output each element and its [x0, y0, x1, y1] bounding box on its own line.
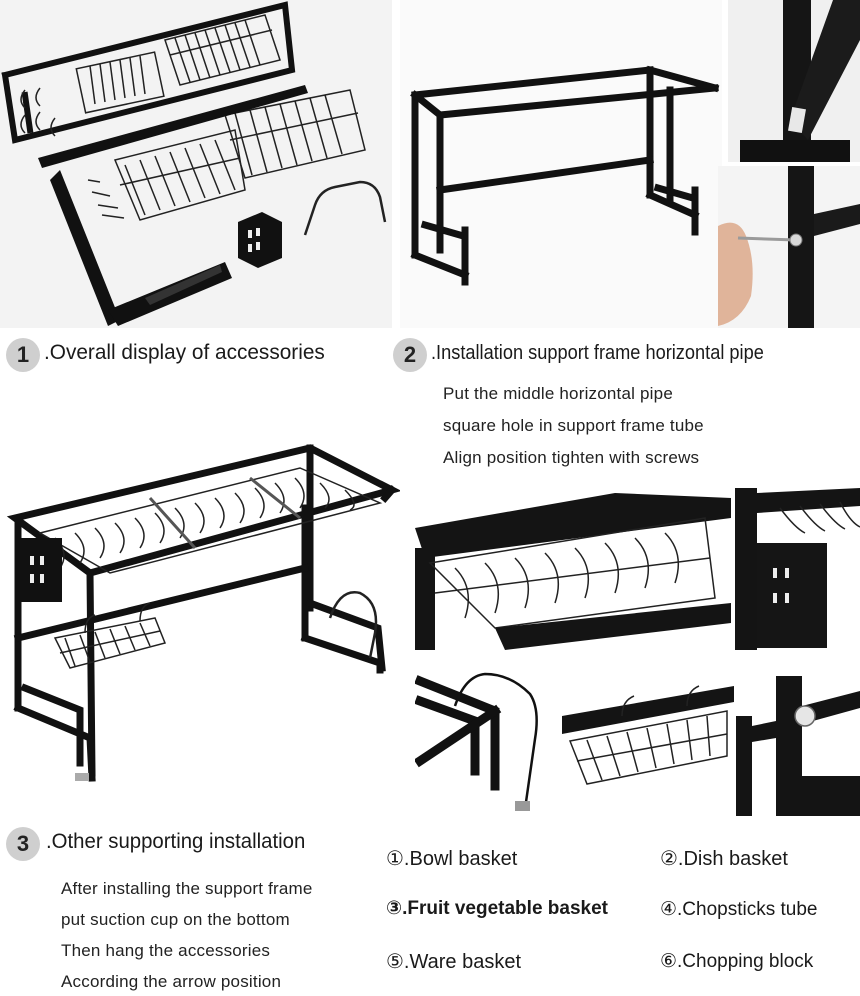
- accessory-dish-basket: ②.Dish basket: [660, 848, 788, 870]
- accessory-chopsticks-tube: ④.Chopsticks tube: [660, 899, 818, 920]
- screw-tighten-illustration: [718, 166, 860, 328]
- bowl-basket-detail-photo: [415, 488, 731, 650]
- support-frame-photo: [400, 0, 722, 328]
- accessories-illustration: [1, 1, 387, 326]
- step-number-2-text: 2: [403, 342, 417, 367]
- chopsticks-tube-illustration: [735, 488, 860, 650]
- step-number-2: 2: [393, 338, 427, 372]
- support-frame-illustration: [410, 65, 720, 286]
- ware-basket-illustration: [562, 685, 734, 785]
- section-3-title: .Other supporting installation: [46, 830, 306, 853]
- assembled-rack-photo: [0, 438, 400, 818]
- chopping-block-detail-photo: [415, 666, 560, 816]
- section-3-line-3: Then hang the accessories: [61, 941, 271, 960]
- section-3-line-4: According the arrow position: [61, 972, 282, 991]
- step-number-3: 3: [6, 827, 40, 861]
- assembled-rack-illustration: [6, 444, 400, 782]
- section-2-title: .Installation support frame horizontal p…: [431, 342, 764, 364]
- accessory-bowl-basket: ①.Bowl basket: [386, 848, 518, 870]
- bowl-basket-illustration: [415, 493, 731, 650]
- accessories-photo: [0, 0, 392, 328]
- suction-cup-detail-photo: [736, 676, 860, 816]
- step-number-1-text: 1: [16, 342, 30, 367]
- ware-basket-detail-photo: [562, 666, 734, 816]
- chopsticks-tube-detail-photo: [735, 488, 860, 650]
- section-1-title: .Overall display of accessories: [44, 341, 325, 364]
- section-2-line-3: Align position tighten with screws: [443, 448, 700, 467]
- step-number-3-text: 3: [16, 831, 30, 856]
- section-2-line-1: Put the middle horizontal pipe: [443, 384, 673, 403]
- accessory-chopping-block: ⑥.Chopping block: [660, 951, 814, 972]
- square-hole-illustration: [740, 0, 860, 162]
- chopping-block-illustration: [415, 672, 538, 811]
- screw-tighten-detail-photo: [718, 166, 860, 328]
- suction-cup-illustration: [736, 676, 860, 816]
- square-hole-detail-photo: [728, 0, 860, 162]
- section-3-line-1: After installing the support frame: [61, 879, 313, 898]
- accessory-ware-basket: ⑤.Ware basket: [386, 951, 522, 973]
- step-number-1: 1: [6, 338, 40, 372]
- accessory-fruit-vegetable-basket: ③.Fruit vegetable basket: [386, 898, 608, 919]
- section-3-line-2: put suction cup on the bottom: [61, 910, 290, 929]
- section-2-line-2: square hole in support frame tube: [443, 416, 704, 435]
